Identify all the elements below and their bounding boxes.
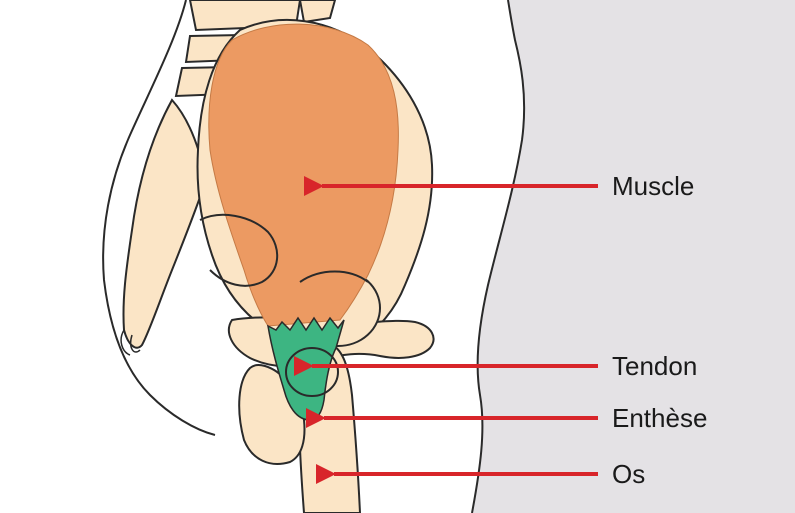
label-enthesis: Enthèse <box>612 403 707 433</box>
label-bone: Os <box>612 459 645 489</box>
label-muscle: Muscle <box>612 171 694 201</box>
label-tendon: Tendon <box>612 351 697 381</box>
